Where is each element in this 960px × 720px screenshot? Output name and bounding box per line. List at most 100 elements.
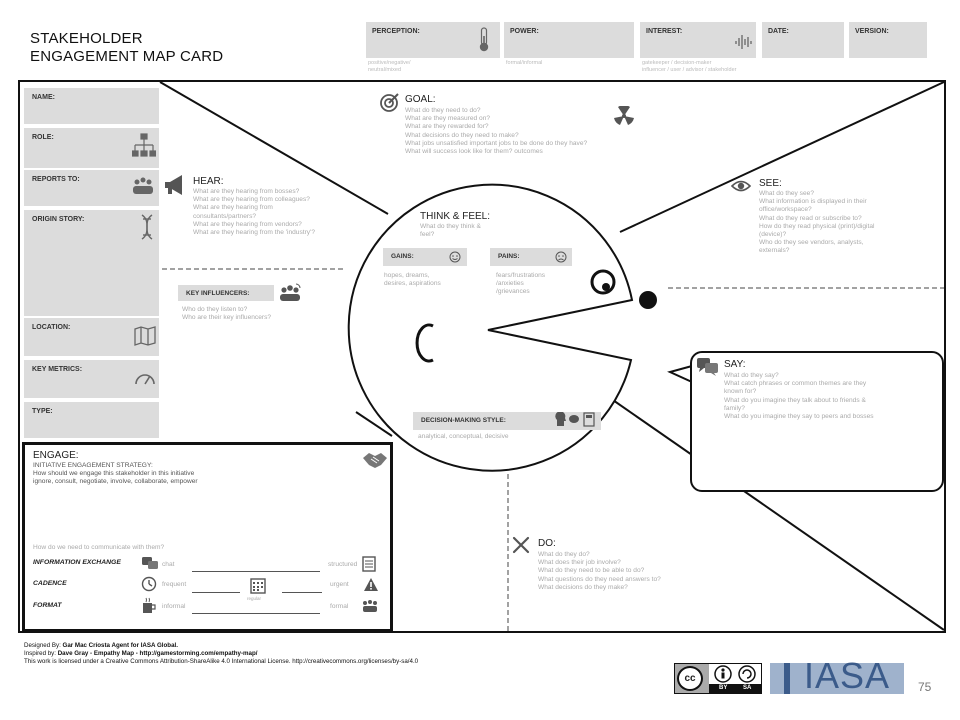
info-exchange-right: structured [328, 561, 357, 569]
decision-style-label: DECISION-MAKING STYLE: [421, 417, 506, 424]
goal-questions: What do they need to do? What are they m… [405, 107, 587, 156]
cc-badge[interactable]: cc BY SA [674, 663, 762, 694]
speech-bubbles-icon [696, 357, 720, 377]
key-influencers-q-1: Who do they listen to? [182, 306, 271, 314]
decision-style-text: analytical, conceptual, decisive [418, 433, 509, 441]
key-influencers-box[interactable]: KEY INFLUENCERS: [178, 285, 274, 301]
pains-text-3: /grievances [496, 288, 545, 296]
type-field[interactable]: TYPE: [24, 402, 159, 438]
say-heading: SAY: [724, 359, 746, 370]
gains-label: GAINS: [391, 253, 414, 260]
goal-heading: GOAL: [405, 94, 436, 105]
hear-q-5: What are they hearing from vendors? [193, 221, 315, 229]
name-field[interactable]: NAME: [24, 88, 159, 124]
head-icon [555, 412, 566, 426]
cc-by-label: BY [719, 684, 727, 693]
info-exchange-left: chat [162, 561, 174, 569]
say-q-1: What do they say? [724, 372, 874, 380]
hear-q-4: consultants/partners? [193, 213, 315, 221]
type-label: TYPE: [32, 408, 53, 415]
goal-q-3: What are they rewarded for? [405, 123, 587, 131]
see-questions: What do they see? What information is di… [759, 190, 874, 256]
engage-line-1: How should we engage this stakeholder in… [33, 470, 198, 478]
say-q-3: known for? [724, 388, 874, 396]
cc-icons-area [709, 664, 761, 684]
gauge-icon [134, 370, 156, 386]
cadence-left: frequent [162, 581, 186, 589]
key-metrics-label: KEY METRICS: [32, 366, 82, 373]
coffee-cup-icon [142, 597, 156, 615]
location-label: LOCATION: [32, 324, 70, 331]
say-q-4: What do you imagine they talk about to f… [724, 397, 874, 405]
think-feel-sub-1: What do they think & [420, 223, 481, 231]
info-exchange-scale [192, 571, 320, 572]
do-q-5: What decisions do they make? [538, 584, 661, 592]
engage-line-2: ignore, consult, negotiate, involve, col… [33, 478, 198, 486]
role-label: ROLE: [32, 134, 54, 141]
origin-story-field[interactable]: ORIGIN STORY: [24, 210, 159, 316]
hear-questions: What are they hearing from bosses? What … [193, 188, 315, 237]
pains-text: fears/frustrations /anxieties /grievance… [496, 272, 545, 297]
engage-strategy: INITIATIVE ENGAGEMENT STRATEGY: [33, 462, 198, 470]
do-q-3: What do they need to be able to do? [538, 567, 661, 575]
info-exchange-label: INFORMATION EXCHANGE [33, 559, 121, 566]
group-icon [132, 176, 154, 196]
do-q-1: What do they do? [538, 551, 661, 559]
dna-icon [140, 214, 154, 240]
brain-icon [569, 415, 579, 423]
org-chart-icon [132, 133, 156, 159]
origin-story-label: ORIGIN STORY: [32, 216, 84, 223]
format-left: informal [162, 603, 185, 611]
pains-text-1: fears/frustrations [496, 272, 545, 280]
pains-label: PAINS: [498, 253, 520, 260]
goal-q-1: What do they need to do? [405, 107, 587, 115]
radiation-icon [614, 106, 634, 126]
format-scale [192, 613, 320, 614]
see-heading: SEE: [759, 178, 782, 189]
influencers-icon [278, 282, 302, 304]
key-influencers-label: KEY INFLUENCERS: [186, 290, 249, 297]
format-right: formal [330, 603, 348, 611]
cc-logo: cc [677, 666, 703, 691]
do-q-4: What questions do they need answers to? [538, 576, 661, 584]
say-q-6: What do you imagine they say to peers an… [724, 413, 874, 421]
say-q-2: What catch phrases or common themes are … [724, 380, 874, 388]
footer-designed-for: for IASA Global. [129, 642, 178, 649]
reports-to-field[interactable]: REPORTS TO: [24, 170, 159, 206]
say-q-5: family? [724, 405, 874, 413]
cc-sa-label: SA [743, 684, 751, 693]
gains-text-2: desires, aspirations [384, 280, 441, 288]
target-icon [380, 92, 400, 112]
key-influencers-questions: Who do they listen to? Who are their key… [182, 306, 271, 322]
cc-by-sa-icons [709, 664, 761, 684]
do-heading: DO: [538, 538, 556, 549]
see-q-6: (device)? [759, 231, 874, 239]
role-field[interactable]: ROLE: [24, 128, 159, 168]
say-questions: What do they say? What catch phrases or … [724, 372, 874, 421]
cadence-mid: regular [247, 596, 261, 601]
footer-designed-prefix: Designed By: [24, 642, 63, 649]
do-questions: What do they do? What does their job inv… [538, 551, 661, 592]
do-q-2: What does their job involve? [538, 559, 661, 567]
see-q-2: What information is displayed in their [759, 198, 874, 206]
see-q-4: What do they read or subscribe to? [759, 215, 874, 223]
handshake-icon [362, 450, 388, 470]
reports-to-label: REPORTS TO: [32, 176, 80, 183]
goal-q-6: What will success look like for them? ou… [405, 148, 587, 156]
key-influencers-q-2: Who are their key influencers? [182, 314, 271, 322]
cadence-scale-left [192, 592, 240, 593]
hear-q-6: What are they hearing from the 'industry… [193, 229, 315, 237]
format-label: FORMAT [33, 602, 62, 609]
cadence-label: CADENCE [33, 580, 67, 587]
cadence-right: urgent [330, 581, 349, 589]
map-icon [134, 326, 156, 346]
key-metrics-field[interactable]: KEY METRICS: [24, 360, 159, 398]
footer-license: This work is licensed under a Creative C… [24, 658, 418, 666]
footer-designed-by: Gar Mac Críosta Agent [63, 642, 129, 649]
megaphone-icon [163, 174, 187, 196]
happy-face-icon [449, 251, 461, 263]
gains-text: hopes, dreams, desires, aspirations [384, 272, 441, 288]
warning-icon [363, 577, 379, 592]
eye-icon [731, 178, 751, 194]
location-field[interactable]: LOCATION: [24, 318, 159, 356]
